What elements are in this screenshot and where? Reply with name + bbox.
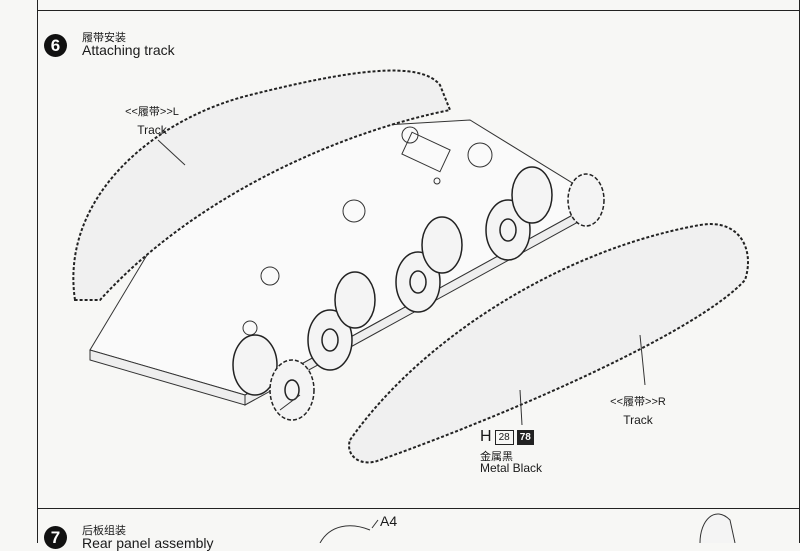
step-7-title-cn: 后板组装 <box>82 525 126 537</box>
paint-brand-letter: H <box>480 428 492 445</box>
left-track-label-en: Track <box>137 123 167 137</box>
right-track-label: <<履带>>R Track <box>598 393 678 427</box>
left-track <box>72 69 452 301</box>
paint-code-2: 78 <box>516 429 534 445</box>
paint-code-1: 28 <box>494 429 514 445</box>
step-6-number-badge: 6 <box>44 34 67 57</box>
road-wheels <box>232 166 605 421</box>
right-track <box>348 223 749 464</box>
step-7-title-en: Rear panel assembly <box>82 535 214 551</box>
right-track-label-en: Track <box>623 413 653 427</box>
step-7-number-badge: 7 <box>44 526 67 549</box>
part-label-a4: A4 <box>380 513 398 529</box>
left-track-label: <<履带>>L Track <box>112 103 192 137</box>
step-6-title-cn: 履带安装 <box>82 32 126 44</box>
paint-callout: H 28 78 <box>480 428 534 446</box>
step-6-title-en: Attaching track <box>82 42 175 58</box>
left-track-label-cn: <<履带>>L <box>125 106 179 118</box>
paint-name-en: Metal Black <box>480 461 543 475</box>
paint-name-cn: 金属黑 <box>480 451 513 463</box>
step-divider <box>37 508 799 509</box>
top-border <box>37 10 799 11</box>
right-track-label-cn: <<履带>>R <box>610 396 666 408</box>
